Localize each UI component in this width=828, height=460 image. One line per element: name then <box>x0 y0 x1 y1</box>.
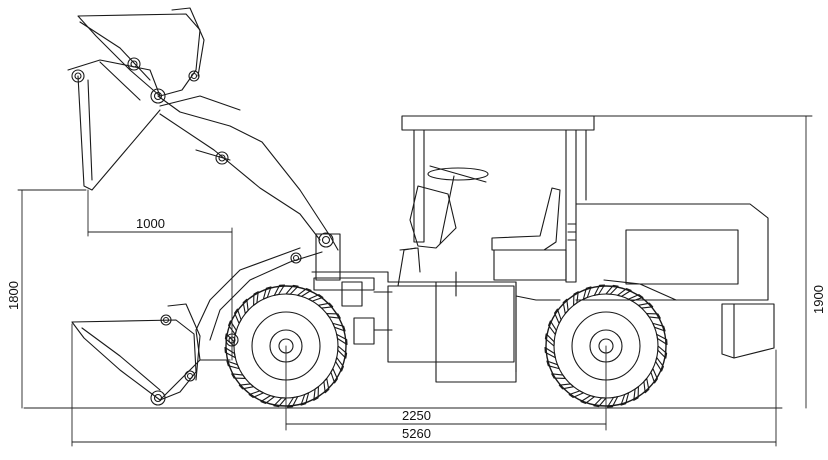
tread-lug <box>554 308 562 324</box>
cab-height-label: 1900 <box>811 285 826 314</box>
operator-seat <box>491 187 577 281</box>
tread-lug <box>224 333 235 347</box>
tread-lug <box>238 383 255 390</box>
tread-lug <box>544 346 556 359</box>
tread-lug <box>242 298 249 315</box>
tread-lug <box>617 288 632 297</box>
tread-lug <box>580 395 595 404</box>
tread-lug <box>286 396 299 408</box>
tread-lug <box>336 333 348 346</box>
lowered-bucket <box>71 303 201 406</box>
tread-lug <box>323 377 330 394</box>
tread-lug <box>652 322 666 332</box>
tread-lug <box>228 320 237 335</box>
tread-lug <box>568 390 584 398</box>
tread-lug <box>308 294 324 302</box>
tread-lug <box>593 284 606 296</box>
tread-lug <box>650 368 658 384</box>
tread-lug <box>253 291 259 306</box>
tread-lug <box>273 397 287 408</box>
tread-lug <box>313 386 319 401</box>
tread-lug <box>273 284 286 296</box>
tread-lug <box>231 373 246 379</box>
tread-lug <box>593 397 607 408</box>
bucket-reach-label: 1000 <box>136 216 165 231</box>
tread-lug <box>332 322 346 332</box>
tread-lug <box>657 345 668 359</box>
tread-lug <box>646 313 661 319</box>
tread-lug <box>620 392 630 406</box>
lift-arm <box>157 95 341 361</box>
tread-lug <box>548 320 557 335</box>
engine-hood <box>575 203 769 301</box>
chassis-frame <box>311 247 561 383</box>
overall-length-label: 5260 <box>402 426 431 441</box>
tread-lug <box>285 284 299 295</box>
tread-lug <box>300 392 310 406</box>
tread-lug <box>330 368 338 384</box>
tread-lug <box>606 396 619 408</box>
tread-lug <box>226 360 240 370</box>
raised-bucket <box>67 7 205 191</box>
tread-lug <box>260 395 275 404</box>
tread-lug <box>551 373 566 379</box>
tread-lug <box>335 357 344 372</box>
tread-lug <box>248 390 264 398</box>
tread-lug <box>546 360 560 370</box>
rear-counterweight <box>721 303 775 359</box>
tread-lug <box>655 357 664 372</box>
tread-lug <box>656 333 668 346</box>
dimension-lines <box>17 115 813 447</box>
dimension-labels: 1000 2250 5260 1800 1900 <box>6 216 826 441</box>
tread-lug <box>562 298 569 315</box>
tread-lug <box>234 308 242 324</box>
tread-lug <box>628 294 644 302</box>
tread-lug <box>326 313 341 319</box>
wheelbase-label: 2250 <box>402 408 431 423</box>
tread-lug <box>337 345 348 359</box>
tread-lug <box>637 302 654 309</box>
tread-lug <box>573 291 579 306</box>
tread-lug <box>544 333 555 347</box>
tread-lug <box>605 284 619 295</box>
tread-lug <box>317 302 334 309</box>
tread-lug <box>224 346 236 359</box>
tread-lug <box>633 386 639 401</box>
operator-canopy <box>401 115 595 283</box>
front-wheel <box>224 284 348 408</box>
hinge-height-label: 1800 <box>6 281 21 310</box>
tread-lug <box>558 383 575 390</box>
steering-wheel <box>409 165 489 249</box>
tread-lug <box>297 288 312 297</box>
tread-lug <box>643 377 650 394</box>
tread-lug <box>262 286 272 300</box>
tread-lug <box>582 286 592 300</box>
